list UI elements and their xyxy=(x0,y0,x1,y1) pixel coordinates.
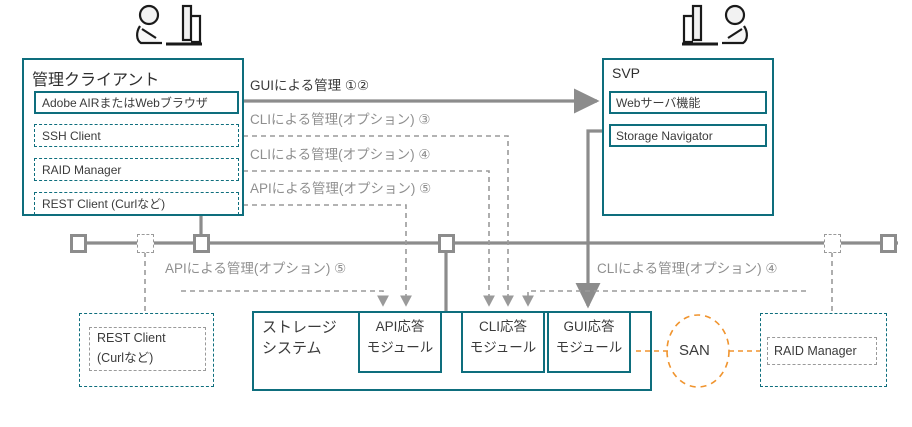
raid-manager-inner-box[interactable] xyxy=(767,337,877,365)
management-client-title: 管理クライアント xyxy=(32,72,160,89)
operator-right-icon xyxy=(682,4,748,46)
management-client-component-ssh-client[interactable] xyxy=(34,124,239,147)
management-client-component-adobe-air[interactable] xyxy=(34,91,239,114)
bus-node-left-endpoint[interactable] xyxy=(70,234,87,253)
svp-title: SVP xyxy=(612,65,641,81)
svp-component-storage-navigator[interactable] xyxy=(609,124,767,147)
raid-manager-label: RAID Manager xyxy=(774,344,857,358)
management-client-box xyxy=(22,58,244,216)
label-gui-management: GUIによる管理 ①② xyxy=(250,78,370,93)
bus-node-raid-manager-tap[interactable] xyxy=(824,234,841,253)
svp-component-storage-navigator-label: Storage Navigator xyxy=(616,128,713,143)
management-client-component-rest-client-label: REST Client (Curlなど) xyxy=(42,197,166,211)
svp-component-web-server[interactable] xyxy=(609,91,767,114)
storage-module-cli-label-line2: モジュール xyxy=(469,340,537,356)
label-cli-option-4-lower: CLIによる管理(オプション) ④ xyxy=(597,261,778,276)
label-cli-option-4: CLIによる管理(オプション) ④ xyxy=(250,147,431,162)
wire-api-option-5-lower xyxy=(181,290,389,307)
label-cli-option-3: CLIによる管理(オプション) ③ xyxy=(250,112,431,127)
management-client-component-rest-client[interactable] xyxy=(34,192,239,215)
storage-system-title-line1: ストレージ xyxy=(262,318,337,336)
bus-node-rest-client-tap[interactable] xyxy=(137,234,154,253)
storage-module-api-label-line1: API応答 xyxy=(375,319,425,335)
storage-module-cli[interactable] xyxy=(461,311,545,373)
storage-module-gui-label-line1: GUI応答 xyxy=(563,319,615,335)
management-client-component-raid-manager-label: RAID Manager xyxy=(42,162,122,177)
rest-client-outer-box xyxy=(79,313,214,387)
bus-node-management-client-tap[interactable] xyxy=(193,234,210,253)
svp-component-web-server-label: Webサーバ機能 xyxy=(616,96,701,110)
wire-api-option-5-upper xyxy=(243,204,412,307)
svp-box xyxy=(602,58,774,216)
storage-system-title-line2: システム xyxy=(262,339,322,357)
storage-module-gui-label-line2: モジュール xyxy=(555,340,623,356)
wire-cli-option-4-lower xyxy=(522,290,806,307)
raid-manager-outer-box xyxy=(760,313,887,387)
operator-left-icon xyxy=(136,4,202,46)
rest-client-inner-box[interactable] xyxy=(89,327,206,371)
storage-system-box xyxy=(252,311,652,391)
storage-module-cli-label-line1: CLI応答 xyxy=(478,319,527,335)
storage-module-gui[interactable] xyxy=(547,311,631,373)
label-api-option-5-lower: APIによる管理(オプション) ⑤ xyxy=(165,261,347,276)
label-api-option-5: APIによる管理(オプション) ⑤ xyxy=(250,181,432,196)
rest-client-label-line2: (Curlなど) xyxy=(97,350,154,365)
management-client-component-raid-manager[interactable] xyxy=(34,158,239,181)
san-label: SAN xyxy=(679,342,710,359)
storage-module-api-label-line2: モジュール xyxy=(366,340,434,356)
storage-module-api[interactable] xyxy=(358,311,442,373)
management-client-component-adobe-air-label: Adobe AIRまたはWebブラウザ xyxy=(42,96,208,110)
management-client-component-ssh-client-label: SSH Client xyxy=(42,128,101,143)
bus-node-right-endpoint[interactable] xyxy=(880,234,897,253)
rest-client-label-line1: REST Client xyxy=(97,331,166,345)
bus-node-storage-system-tap[interactable] xyxy=(438,234,455,253)
